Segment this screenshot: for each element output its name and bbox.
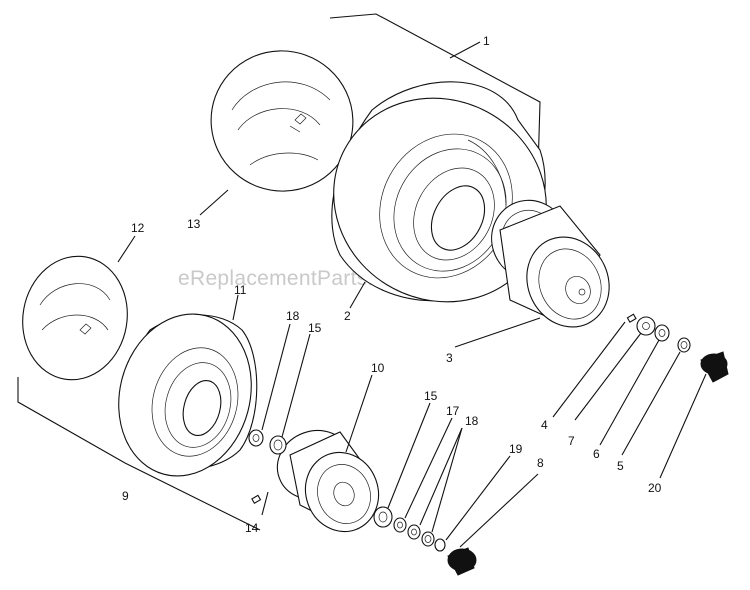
- rear-assembly-bracket: [329, 13, 541, 171]
- callout-11: 11: [234, 283, 247, 297]
- callout-19: 19: [509, 442, 523, 456]
- rear-wheel-rim: [491, 199, 610, 328]
- callout-7: 7: [568, 434, 575, 448]
- callout-15-front: 15: [308, 321, 322, 335]
- callout-5: 5: [617, 459, 624, 473]
- callout-12: 12: [131, 221, 145, 235]
- front-retaining-ring: [421, 531, 435, 547]
- callout-18-rear: 18: [465, 414, 479, 428]
- callout-6: 6: [593, 447, 600, 461]
- front-wheel-rim: [276, 429, 380, 533]
- front-inner-tube: [22, 255, 128, 381]
- front-hub-bushing: [269, 435, 287, 455]
- callout-15-rear: 15: [424, 389, 438, 403]
- rear-e-clip: [677, 337, 691, 353]
- leader-lines: [117, 41, 707, 548]
- callout-20: 20: [648, 481, 662, 495]
- front-tire: [118, 313, 258, 477]
- rear-spacer: [654, 324, 670, 342]
- front-spacer-washer: [393, 517, 407, 533]
- callout-1: 1: [483, 34, 490, 48]
- rear-hub-cap: [700, 351, 729, 383]
- callout-10: 10: [371, 361, 385, 375]
- rear-inner-tube: [210, 50, 354, 192]
- callout-18-front: 18: [286, 309, 300, 323]
- callout-3: 3: [446, 351, 453, 365]
- front-hub-cap: [447, 547, 477, 576]
- callout-4: 4: [541, 418, 548, 432]
- callout-2: 2: [344, 309, 351, 323]
- callout-9: 9: [122, 489, 129, 503]
- valve-stem: [251, 494, 262, 504]
- callout-14: 14: [245, 521, 259, 535]
- front-washer: [248, 429, 264, 447]
- front-assembly-bracket: [17, 377, 261, 531]
- rear-hub-bushing: [373, 506, 393, 528]
- front-e-clip: [434, 538, 446, 552]
- callout-13: 13: [187, 217, 201, 231]
- front-thrust-washer: [407, 524, 421, 540]
- rear-key-pin: [626, 313, 637, 323]
- callout-17: 17: [446, 404, 460, 418]
- rear-washer: [636, 316, 656, 336]
- callout-8: 8: [537, 456, 544, 470]
